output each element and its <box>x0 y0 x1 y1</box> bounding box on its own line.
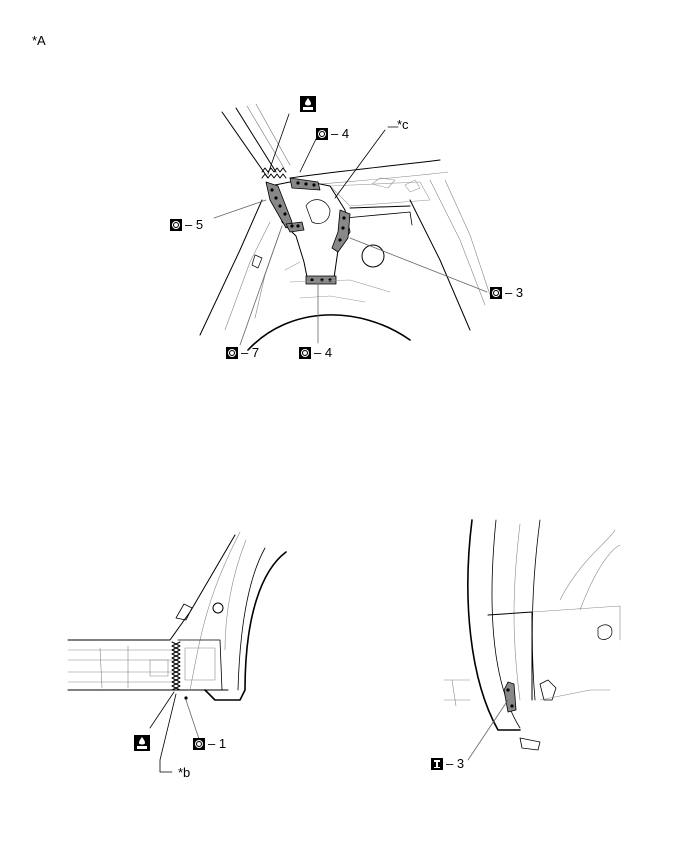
weld-points-top <box>270 181 346 282</box>
spot-weld-icon <box>226 347 238 359</box>
callout-top-a-value: 4 <box>341 126 350 141</box>
callout-top-c-value: 3 <box>515 285 524 300</box>
callout-bottom-right-a-value: 3 <box>456 756 465 771</box>
callout-top-e-value: 4 <box>324 345 333 360</box>
sealer-bead-bottom <box>171 641 181 691</box>
spot-weld-icon <box>316 128 328 140</box>
spot-weld-icon <box>193 738 205 750</box>
callout-top-e: – 4 <box>314 345 333 360</box>
spot-weld-icon <box>490 287 502 299</box>
callout-bottom-left-a: – 1 <box>208 736 227 751</box>
callout-bottom-left-a-value: 1 <box>218 736 227 751</box>
spot-weld-icon <box>170 219 182 231</box>
callout-bottom-right-a: – 3 <box>446 756 465 771</box>
insert-weld-icon <box>431 758 443 770</box>
callout-top-b: – 5 <box>185 217 204 232</box>
bottom-left-view-drawing <box>67 531 287 773</box>
callout-top-c: – 3 <box>505 285 524 300</box>
bottom-right-view-drawing <box>443 519 621 761</box>
callout-top-c-label: *c <box>397 117 409 132</box>
callout-top-d-value: 7 <box>251 345 260 360</box>
callout-top-a: – 4 <box>331 126 350 141</box>
top-view-drawing <box>199 103 491 351</box>
callout-top-d: – 7 <box>241 345 260 360</box>
spot-weld-icon <box>299 347 311 359</box>
sealer-bead-top <box>261 167 287 179</box>
sealer-icon <box>134 735 150 751</box>
callout-bottom-left-b-label: *b <box>178 765 191 780</box>
sealer-icon <box>300 96 316 112</box>
view-label: *A <box>32 33 46 48</box>
callout-top-b-value: 5 <box>195 217 204 232</box>
